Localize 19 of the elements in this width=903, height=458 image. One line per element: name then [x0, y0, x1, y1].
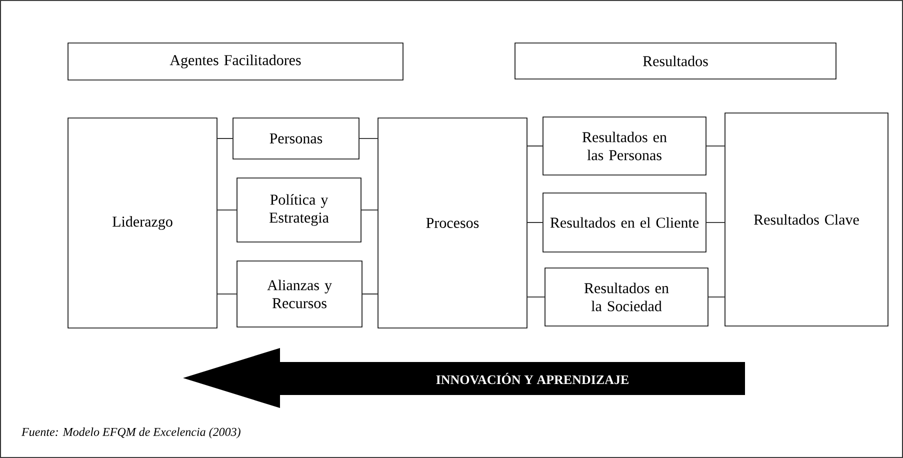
connector-line: [706, 222, 725, 223]
header-box: Resultados: [514, 42, 836, 80]
connector-line: [217, 138, 234, 139]
header-box: Agentes Facilitadores: [68, 42, 404, 80]
connector-line: [359, 138, 378, 139]
criterion-box: Resultados en la Sociedad: [544, 268, 708, 326]
criterion-box: Personas: [232, 118, 360, 160]
connector-line: [708, 296, 725, 298]
criterion-box: Alianzas y Recursos: [236, 260, 362, 328]
connector-line: [527, 296, 545, 298]
caption: Fuente: Modelo EFQM de Excelencia (2003): [21, 428, 240, 438]
criterion-box: Resultados en las Personas: [542, 116, 706, 176]
criterion-box: Política y Estrategia: [236, 178, 362, 242]
category-box: Procesos: [378, 118, 528, 328]
arrow-banner: INNOVACIÓN Y APRENDIZAJE: [183, 348, 745, 408]
connector-line: [527, 222, 543, 223]
criterion-box: Resultados en el Cliente: [542, 192, 706, 252]
category-box: Resultados Clave: [724, 112, 888, 326]
category-box: Liderazgo: [68, 118, 218, 328]
